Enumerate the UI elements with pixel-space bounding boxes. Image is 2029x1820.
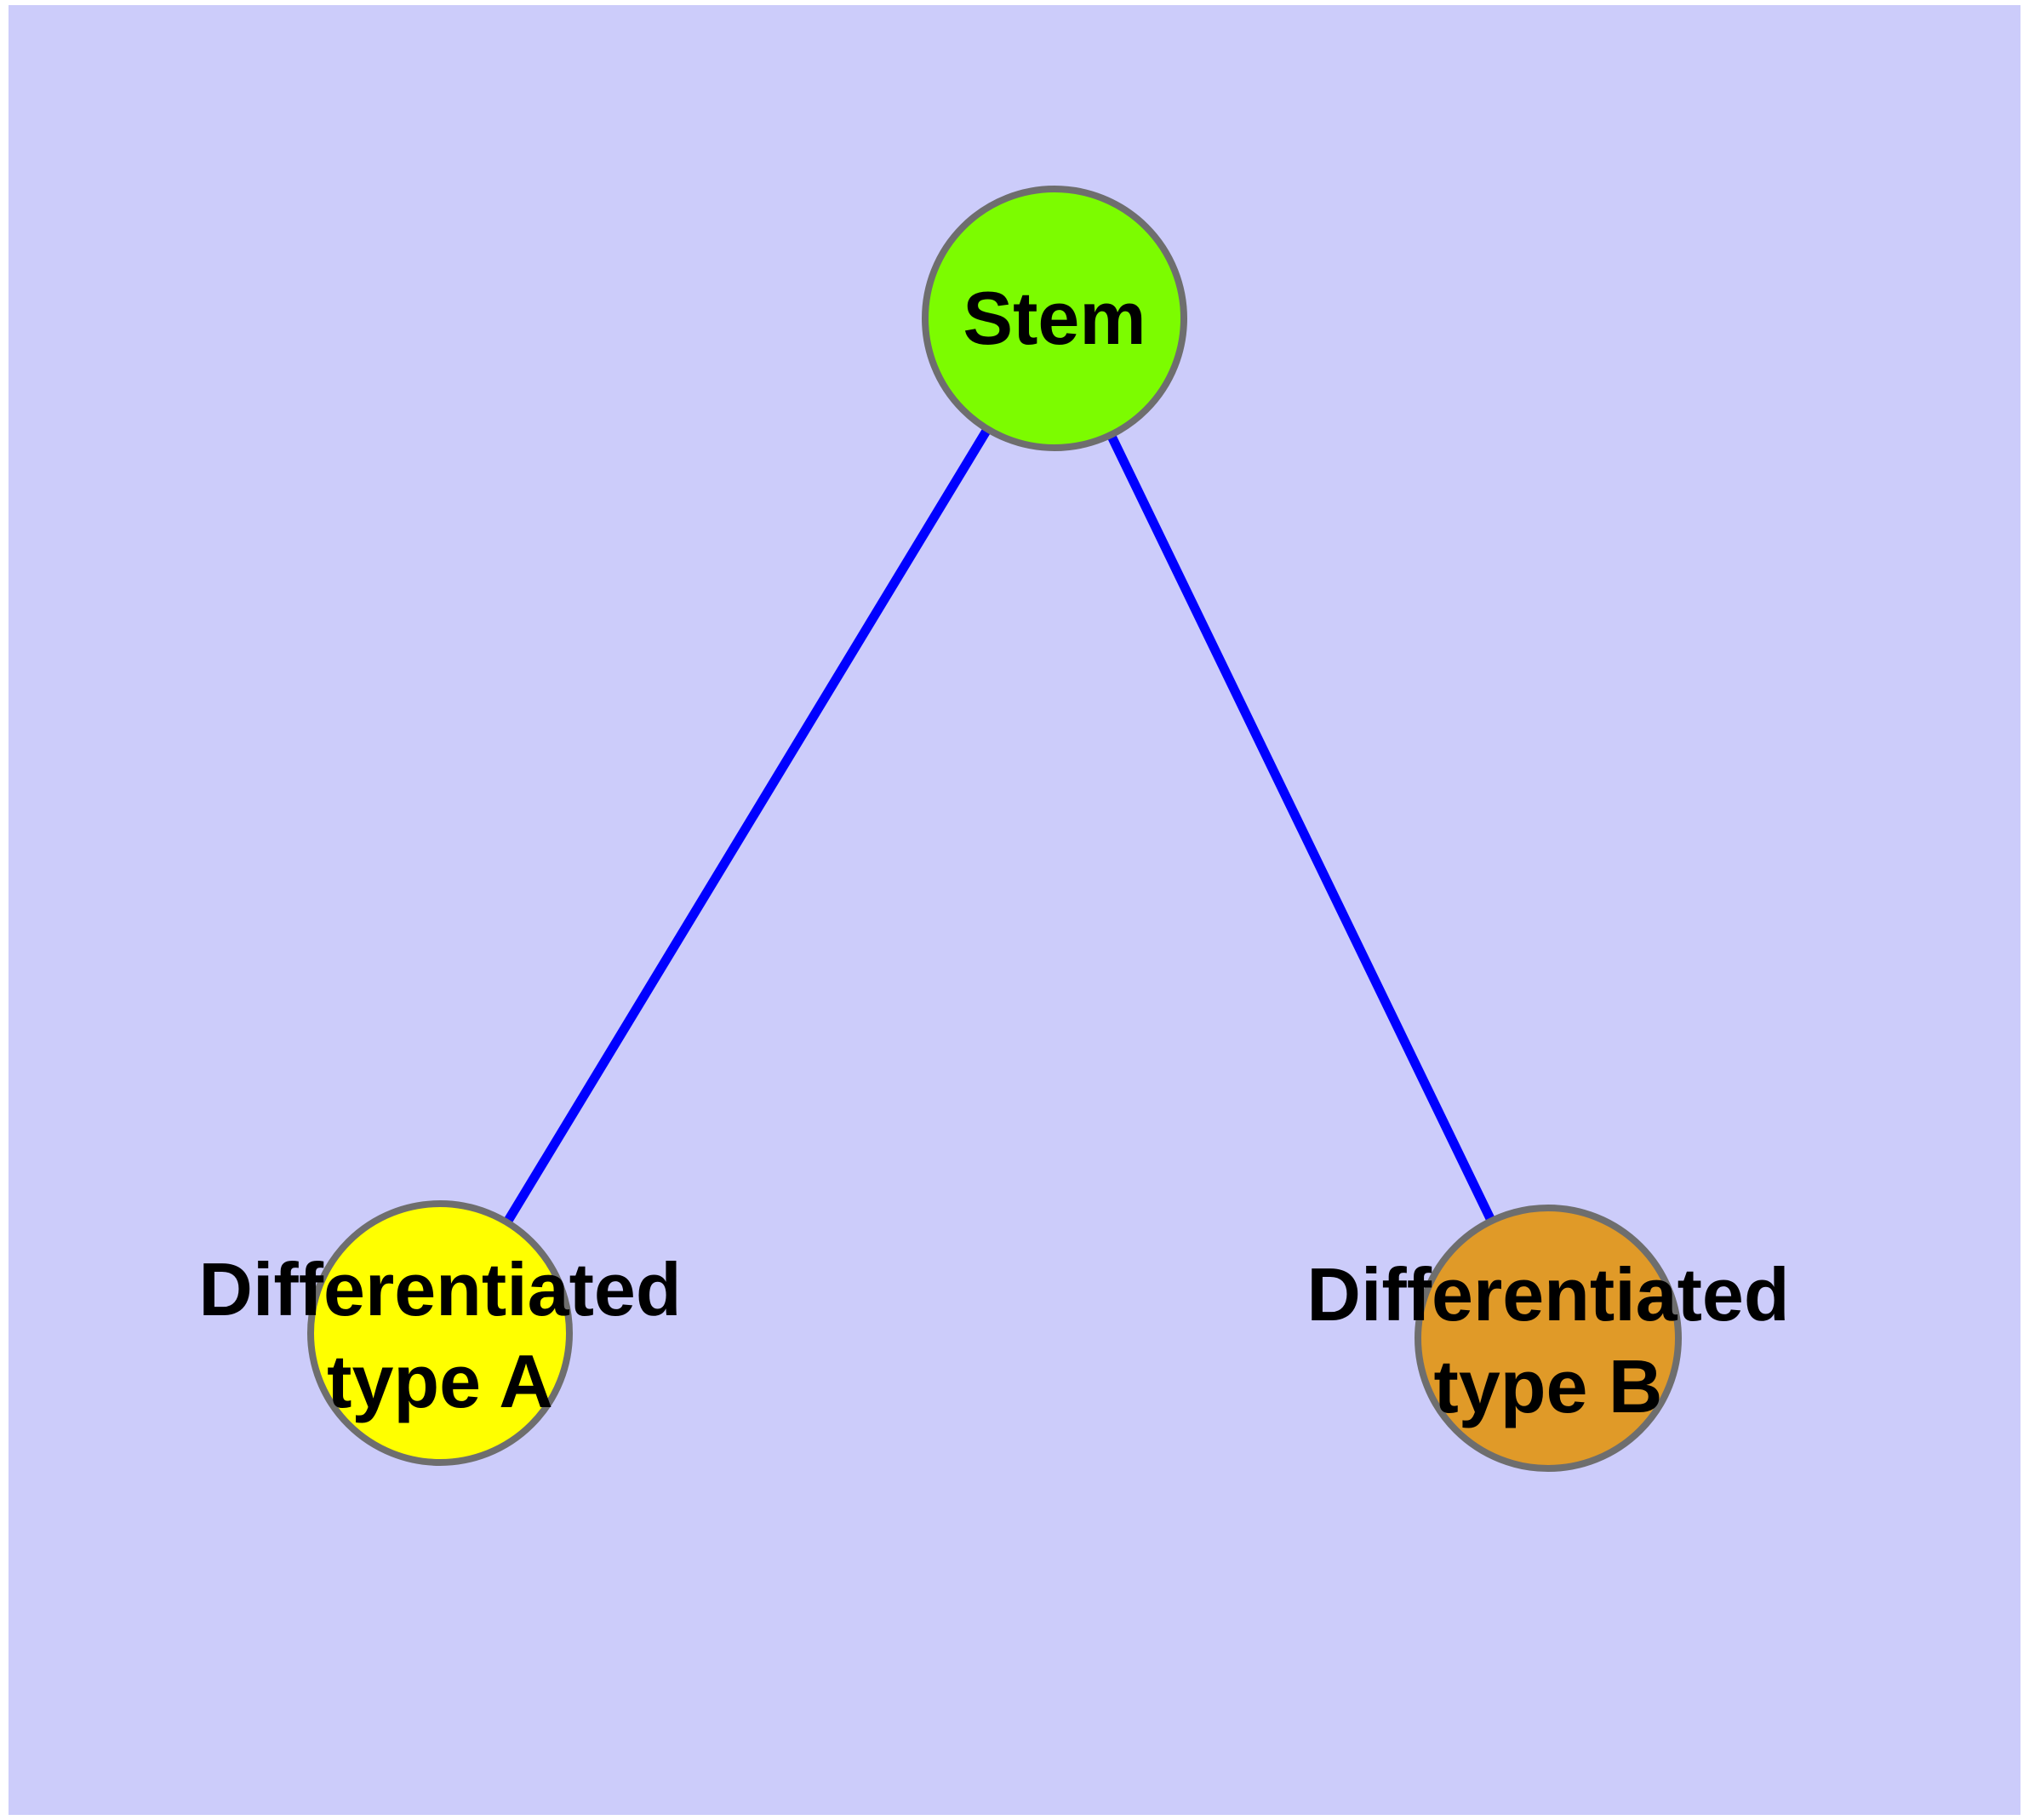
node-layer: [307, 186, 1682, 1472]
node-label-stem: Stem: [963, 276, 1146, 360]
edge-stem-to-differentiated-type-a[interactable]: [436, 316, 1059, 1336]
node-label-differentiated-type-a-line2: type A: [327, 1339, 553, 1423]
node-label-differentiated-type-b-line2: type B: [1434, 1344, 1663, 1428]
label-layer: Stem Differentiated type A Differentiate…: [198, 276, 1789, 1428]
node-label-differentiated-type-a-line1: Differentiated: [198, 1247, 681, 1331]
node-circle-differentiated-type-b[interactable]: [1415, 1205, 1682, 1472]
node-label-differentiated-type-b-line1: Differentiated: [1306, 1252, 1789, 1336]
edge-stem-to-differentiated-type-b[interactable]: [1050, 316, 1552, 1341]
node-circle-differentiated-type-a[interactable]: [307, 1200, 573, 1466]
node-circle-stem[interactable]: [922, 186, 1187, 451]
edge-layer: [436, 316, 1552, 1341]
